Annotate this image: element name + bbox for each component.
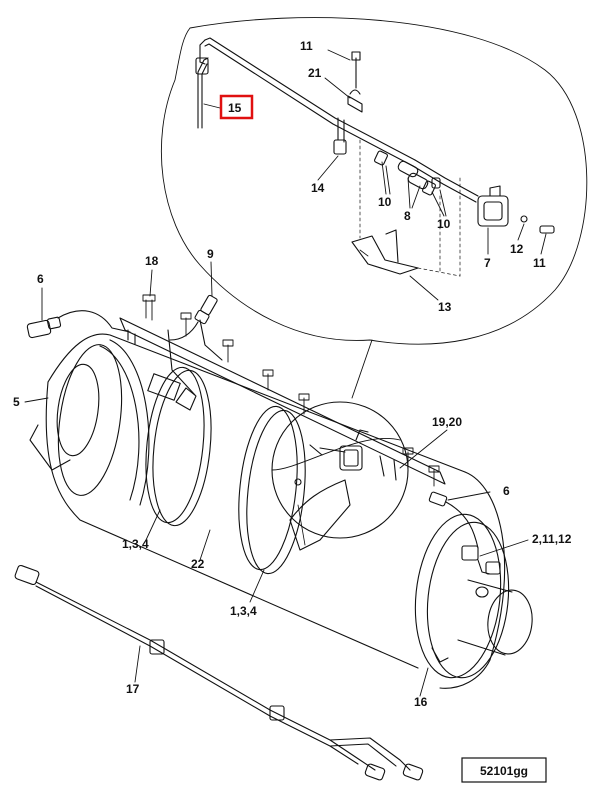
callout-22[interactable]: 22 (191, 557, 205, 571)
callout-8[interactable]: 8 (404, 209, 411, 223)
sensor-6-left (26, 310, 131, 339)
pressure-sensor-7 (477, 185, 555, 234)
callout-17[interactable]: 17 (126, 682, 140, 696)
callout-9[interactable]: 9 (207, 247, 214, 261)
callout-15[interactable]: 15 (228, 101, 242, 115)
callout-11-top[interactable]: 11 (300, 39, 313, 53)
callout-6-left[interactable]: 6 (37, 272, 44, 286)
callout-1-3-4-center[interactable]: 1,3,4 (230, 604, 257, 618)
magnified-detail-circle (271, 401, 409, 551)
callout-6-right[interactable]: 6 (503, 484, 510, 498)
callout-labels: 15 11 21 14 10 8 10 7 12 11 13 6 18 9 5 … (13, 39, 572, 709)
callout-18[interactable]: 18 (145, 254, 159, 268)
callout-21[interactable]: 21 (308, 66, 322, 80)
exhaust-canister (29, 333, 510, 689)
callout-10-left[interactable]: 10 (378, 195, 392, 209)
wire-harness-17 (14, 564, 424, 781)
callout-16[interactable]: 16 (414, 695, 428, 709)
callout-5[interactable]: 5 (13, 395, 20, 409)
callout-12[interactable]: 12 (510, 242, 524, 256)
detail-bubble-outline (161, 17, 588, 345)
highlight-box-15 (219, 94, 254, 120)
callout-2-11-12[interactable]: 2,11,12 (532, 532, 572, 546)
callout-7[interactable]: 7 (484, 256, 491, 270)
tube-connectors (374, 150, 441, 196)
detail-leader (351, 339, 373, 399)
sensor-9 (169, 294, 218, 341)
figure-id-box: 52101gg (461, 757, 547, 783)
callout-19-20[interactable]: 19,20 (432, 415, 462, 429)
callout-1-3-4-left[interactable]: 1,3,4 (122, 537, 149, 551)
callout-13[interactable]: 13 (438, 300, 452, 314)
callout-11-right[interactable]: 11 (533, 256, 546, 270)
clamp-21 (347, 51, 363, 113)
sensor-tube-assembly (195, 37, 479, 203)
callout-10-right[interactable]: 10 (437, 217, 451, 231)
leader-lines (24, 49, 547, 697)
sensor-6-right (428, 491, 501, 575)
figure-id: 52101gg (480, 764, 528, 778)
callout-14[interactable]: 14 (311, 181, 325, 195)
outlet-pipe-16 (431, 579, 533, 663)
